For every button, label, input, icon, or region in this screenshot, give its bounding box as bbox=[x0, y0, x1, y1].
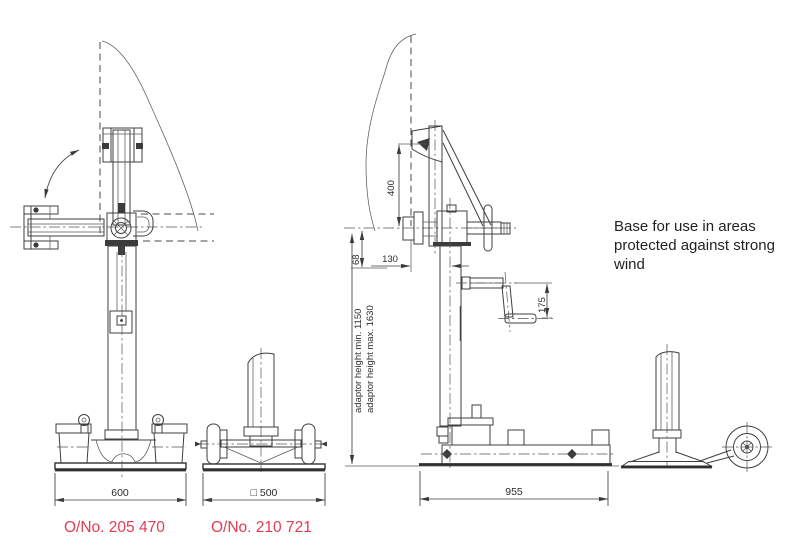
order-no-205470: O/No. 205 470 bbox=[64, 519, 165, 536]
wind-protection-note: Base for use in areas protected against … bbox=[614, 218, 775, 273]
dimension-175: 175 bbox=[514, 282, 552, 319]
swing-motion-arrow bbox=[44, 149, 80, 199]
adaptor-tube bbox=[243, 352, 279, 447]
mast-column bbox=[439, 198, 462, 470]
dim-955-label: 955 bbox=[505, 486, 523, 498]
dim-175-label: 175 bbox=[537, 297, 548, 313]
ballast-base bbox=[54, 414, 188, 472]
base-beam bbox=[419, 429, 616, 466]
drawing-crank-stand: adaptor height min. 1150 adaptor height … bbox=[344, 33, 619, 506]
dimension-400: 400 bbox=[386, 143, 426, 227]
adaptor-height-max-label: adaptor height max. 1630 bbox=[365, 305, 376, 413]
order-no-210721: O/No. 210 721 bbox=[211, 519, 312, 536]
adaptor-tube bbox=[652, 351, 682, 453]
axle-and-wheels bbox=[195, 423, 327, 465]
clamp-carriage bbox=[402, 204, 511, 252]
crank-handle bbox=[456, 271, 553, 333]
mast-column bbox=[104, 245, 139, 478]
drawing-pivot-mast-base: 600 O/No. 205 470 bbox=[10, 40, 214, 536]
dimension-adaptor-height: adaptor height min. 1150 adaptor height … bbox=[349, 233, 376, 465]
drawing-wheeled-transport-base: □ 500 O/No. 210 721 bbox=[195, 348, 327, 536]
support-bracket bbox=[411, 120, 492, 256]
antenna-outline-curve bbox=[101, 40, 199, 232]
adaptor-height-min-label: adaptor height min. 1150 bbox=[353, 309, 364, 413]
dim-600-label: 600 bbox=[111, 487, 129, 499]
handwheel bbox=[483, 204, 493, 252]
dimension-68: 68 bbox=[351, 230, 387, 269]
winch-housing bbox=[436, 404, 494, 446]
pivot-joint bbox=[105, 203, 154, 255]
dimension-600: 600 bbox=[54, 473, 187, 506]
wheel bbox=[699, 422, 772, 472]
dimension-130: 130 bbox=[371, 240, 469, 272]
swing-arm bbox=[23, 205, 105, 250]
drawing-wheeled-cone-base bbox=[620, 344, 772, 472]
dim-400-label: 400 bbox=[386, 180, 397, 196]
cone-foot bbox=[620, 451, 713, 469]
dim-68-label: 68 bbox=[351, 254, 362, 265]
dim-500-label: □ 500 bbox=[251, 487, 278, 499]
base-plate bbox=[202, 463, 326, 472]
dim-130-label: 130 bbox=[382, 254, 398, 265]
antenna-outline-curve bbox=[365, 33, 417, 232]
dimension-500: □ 500 bbox=[202, 473, 326, 506]
dimension-955: 955 bbox=[419, 471, 609, 506]
